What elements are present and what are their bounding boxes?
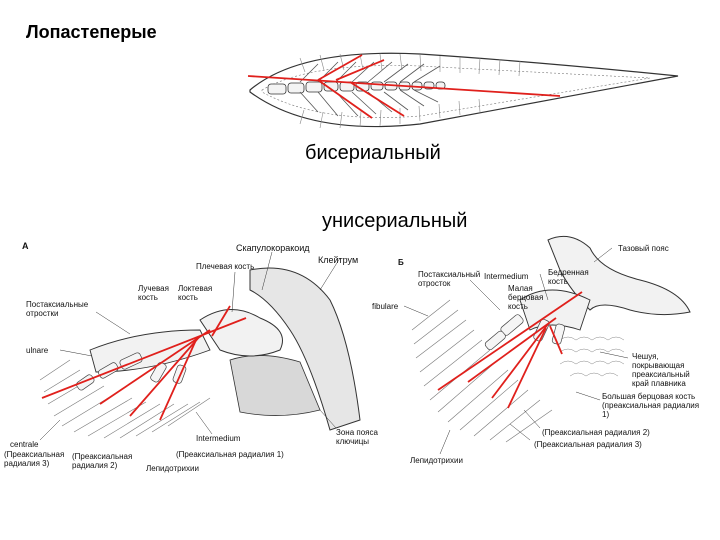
panel-b-fin [403,235,691,455]
biserial-label: бисериальный [305,142,441,164]
label-scales: Чешуя, покрывающая преаксиальный край пл… [632,352,690,388]
label-lepidotrichia-b: Лепидотрихии [410,456,463,465]
label-intermedium-b: Intermedium [484,272,529,281]
label-lepidotrichia-a: Лепидотрихии [146,464,199,473]
label-cleithrum: Клейтрум [318,255,359,265]
uniserial-label: унисериальный [322,210,468,232]
label-intermedium-a: Intermedium [196,434,241,443]
label-preaxial3-a: (Преаксиальная радиалия 3) [4,450,65,468]
label-radius: Лучевая кость [138,284,169,302]
label-centrale: centrale [10,440,39,449]
label-girdle-zone: Зона пояса ключицы [336,428,378,446]
biserial-fin [247,52,679,129]
label-humerus: Плечевая кость [196,262,255,271]
label-preaxial3-b: (Преаксиальная радиалия 3) [534,440,642,449]
label-tibia: Большая берцовая кость (преаксиальная ра… [602,392,700,419]
label-ulnare: ulnare [26,346,49,355]
panel-b-letter: Б [398,258,404,267]
label-preaxial2-b: (Преаксиальная радиалия 2) [542,428,650,437]
label-postaxial-a: Постаксиальные отростки [26,300,89,318]
label-ulna: Локтевая кость [178,284,213,302]
label-fibulare: fibulare [372,302,399,311]
label-pelvic-girdle: Тазовый пояс [618,244,669,253]
panel-a-fin [39,251,361,441]
label-scapulocoracoid: Скапулокоракоид [236,243,310,253]
label-fibula-small: Малая берцовая кость [508,284,544,311]
label-preaxial1-a: (Преаксиальная радиалия 1) [176,450,284,459]
panel-a-letter: А [22,241,29,251]
label-postaxial-b: Постаксиальный отросток [418,270,481,288]
label-preaxial2-a: (Преаксиальная радиалия 2) [72,452,133,470]
page-title: Лопастеперые [26,22,157,42]
label-femur: Бедренная кость [548,268,589,286]
